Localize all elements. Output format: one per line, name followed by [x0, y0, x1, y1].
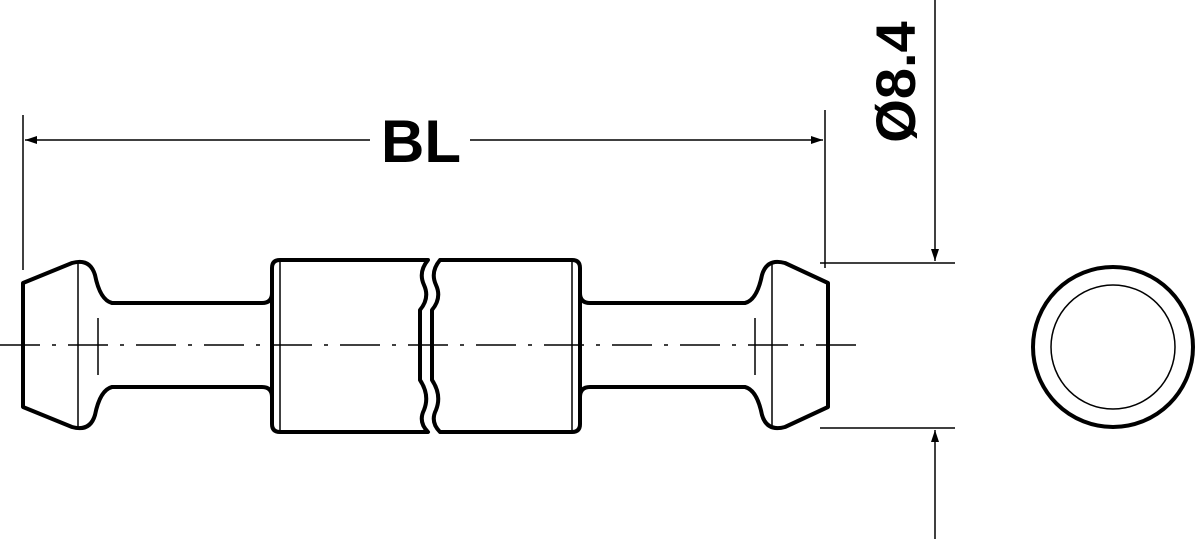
length-label: BL [381, 108, 461, 175]
diameter-label: Ø8.4 [864, 21, 927, 142]
length-dimension: BL [22, 108, 826, 270]
bolt-side-view [0, 258, 860, 434]
diameter-dimension: Ø8.4 [820, 0, 955, 539]
bolt-end-view [1031, 265, 1195, 429]
